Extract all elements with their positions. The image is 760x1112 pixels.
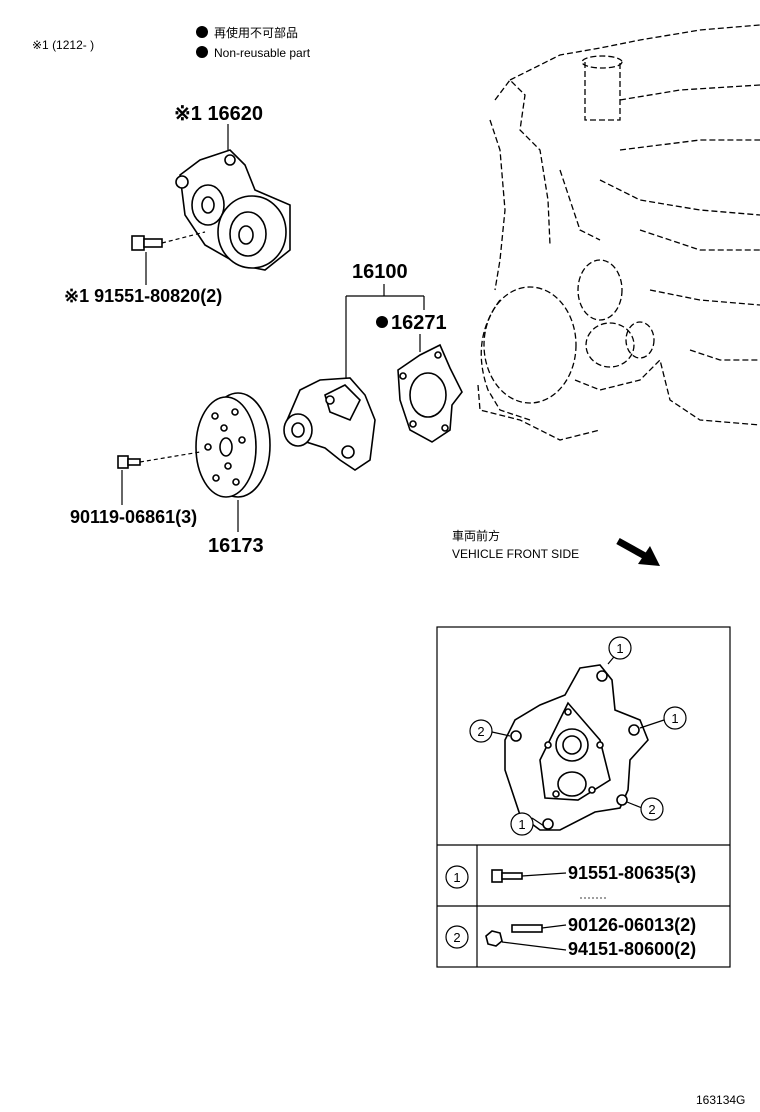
legend-japanese: 再使用不可部品	[214, 25, 298, 40]
gasket-part-number: 16271	[391, 312, 447, 334]
pulley-part-number: 16173	[208, 535, 264, 557]
table-marker-1	[445, 865, 469, 889]
non-reusable-marker-icon	[196, 46, 208, 58]
water-pump-body	[283, 377, 376, 471]
reference-note: ※1 (1212- )	[32, 38, 94, 52]
bolt-callout-table: 1 1 2 1 2 1 91551-80635(3) 2	[436, 626, 731, 968]
callout-marker-1	[608, 636, 632, 660]
non-reusable-marker-icon	[376, 316, 388, 328]
table-marker-2	[445, 925, 469, 949]
flange-bolt-icon	[491, 869, 523, 883]
row2-nut-part-number: 94151-80600(2)	[568, 939, 696, 959]
pulley-bolt	[117, 455, 141, 469]
svg-text:1: 1	[616, 641, 623, 656]
svg-text:1: 1	[671, 711, 678, 726]
callout-marker-1	[663, 706, 687, 730]
svg-text:1: 1	[453, 870, 460, 885]
row1-bolt-part-number: 91551-80635(3)	[568, 863, 696, 883]
pump-flange-view	[504, 664, 649, 831]
non-reusable-marker-icon	[196, 26, 208, 38]
pulley-bolt-part-number: 90119-06861(3)	[70, 507, 197, 527]
illustration-code: 163134G	[696, 1093, 745, 1107]
direction-japanese: 車両前方	[452, 528, 500, 543]
callout-marker-2	[469, 719, 493, 743]
callout-marker-2	[640, 797, 664, 821]
water-pump-part-number: 16100	[352, 261, 408, 283]
tensioner-part-number: ※1 16620	[174, 103, 263, 125]
water-pump-gasket	[397, 343, 463, 443]
vehicle-front-arrow-icon	[616, 537, 660, 566]
engine-block-outline	[477, 24, 760, 441]
svg-text:1: 1	[518, 817, 525, 832]
tensioner-bolt	[131, 235, 163, 251]
direction-english: VEHICLE FRONT SIDE	[452, 547, 579, 561]
water-pump-pulley	[195, 392, 271, 498]
callout-marker-1	[510, 812, 534, 836]
nut-icon	[485, 930, 503, 947]
row2-stud-part-number: 90126-06013(2)	[568, 915, 696, 935]
svg-text:2: 2	[477, 724, 484, 739]
legend-english: Non-reusable part	[214, 46, 311, 60]
stud-bolt-icon	[511, 924, 543, 933]
belt-tensioner	[175, 149, 291, 271]
svg-text:2: 2	[648, 802, 655, 817]
svg-text:2: 2	[453, 930, 460, 945]
tensioner-bolt-part-number: ※1 91551-80820(2)	[64, 286, 222, 306]
